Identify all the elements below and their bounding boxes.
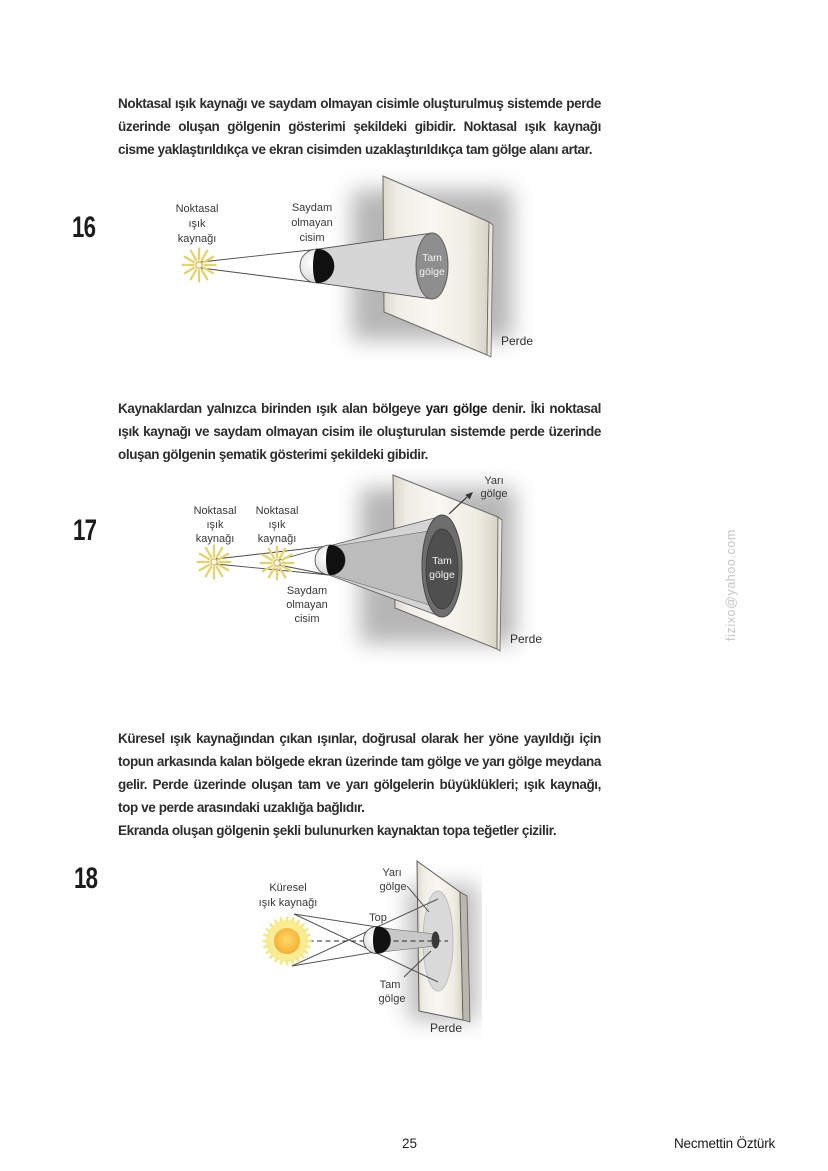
point-light-icon — [196, 544, 232, 580]
paragraph-18: Küresel ışık kaynağından çıkan ışınlar, … — [118, 731, 601, 815]
screen-panel-edge — [496, 516, 503, 652]
label-object: Saydam — [292, 202, 332, 214]
ball-dark-side — [373, 926, 391, 954]
label-source2: Noktasal — [256, 505, 299, 517]
label-source: Noktasal — [176, 203, 219, 215]
umbra-shape — [415, 232, 449, 300]
label-source: ışık kaynağı — [259, 897, 318, 909]
point-light-icon — [181, 247, 217, 283]
label-penumbra: gölge — [380, 881, 407, 893]
paragraph-18b: Ekranda oluşan gölgenin şekli bulunurken… — [118, 823, 557, 838]
label-screen: Perde — [501, 334, 533, 348]
label-ball: Top — [369, 912, 387, 924]
label-source: Küresel — [269, 882, 306, 894]
label-penumbra: gölge — [481, 488, 508, 500]
label-source1: kaynağı — [196, 533, 235, 545]
screen-panel-edge — [459, 891, 471, 1023]
label-penumbra: Yarı — [484, 475, 503, 487]
light-ray-top — [200, 249, 316, 263]
label-umbra: gölge — [429, 569, 455, 581]
label-umbra: Tam — [380, 979, 401, 991]
label-umbra: Tam — [422, 252, 442, 264]
paragraph-17-pre: Kaynaklardan yalnızca birinden ışık alan… — [118, 401, 426, 416]
penumbra-pointer-arrow — [448, 496, 468, 515]
page-number: 25 — [402, 1136, 418, 1151]
label-screen: Perde — [430, 1021, 462, 1035]
label-umbra: Tam — [432, 555, 452, 567]
diagram-16-point-source-shadow: Noktasal ışık kaynağı Saydam olmayan cis… — [176, 175, 533, 358]
label-source1: Noktasal — [194, 505, 237, 517]
light-ray-bottom — [200, 267, 316, 283]
point-light-icon — [259, 545, 295, 581]
label-object: Saydam — [287, 585, 327, 597]
label-object: olmayan — [291, 217, 333, 229]
paragraph-17: Kaynaklardan yalnızca birinden ışık alan… — [118, 397, 601, 466]
label-screen: Perde — [510, 632, 542, 646]
diagram-17-two-source-shadow: Noktasal ışık kaynağı Noktasal ışık kayn… — [194, 474, 542, 652]
watermark-email: fizixo@yahoo.com — [724, 529, 738, 641]
umbra-pointer-line — [403, 950, 432, 978]
label-umbra: gölge — [379, 993, 406, 1005]
paragraph-17-bold-term: yarı gölge — [425, 401, 488, 416]
screen-panel-edge — [486, 221, 494, 358]
umbra-shape — [425, 528, 459, 610]
label-object: cisim — [294, 613, 319, 625]
label-object: olmayan — [286, 599, 328, 611]
label-source: kaynağı — [178, 233, 217, 245]
label-penumbra: Yarı — [382, 867, 401, 879]
section-number-16: 16 — [72, 211, 96, 244]
label-source1: ışık — [206, 519, 224, 531]
spherical-light-icon — [261, 915, 313, 967]
umbra-shape — [431, 931, 440, 949]
section-number-18: 18 — [74, 862, 98, 895]
object-dark-side — [313, 249, 334, 283]
author-name: Necmettin Öztürk — [674, 1136, 776, 1151]
penumbra-pointer-line — [406, 885, 430, 913]
diagram-18-spherical-source-shadow: Küresel ışık kaynağı Top Yarı gölge Tam … — [259, 860, 478, 1035]
section-number-17: 17 — [73, 514, 97, 547]
paragraph-17-post: denir. İki noktasal ışık kaynağı ve sayd… — [118, 401, 601, 462]
label-source: ışık — [188, 218, 206, 230]
paragraph-16: Noktasal ışık kaynağı ve saydam olmayan … — [118, 96, 601, 157]
object-dark-side — [326, 545, 345, 575]
label-source2: kaynağı — [258, 533, 297, 545]
arrowhead-icon — [465, 492, 473, 500]
label-object: cisim — [299, 232, 324, 244]
label-umbra: gölge — [419, 266, 445, 278]
label-source2: ışık — [268, 519, 286, 531]
